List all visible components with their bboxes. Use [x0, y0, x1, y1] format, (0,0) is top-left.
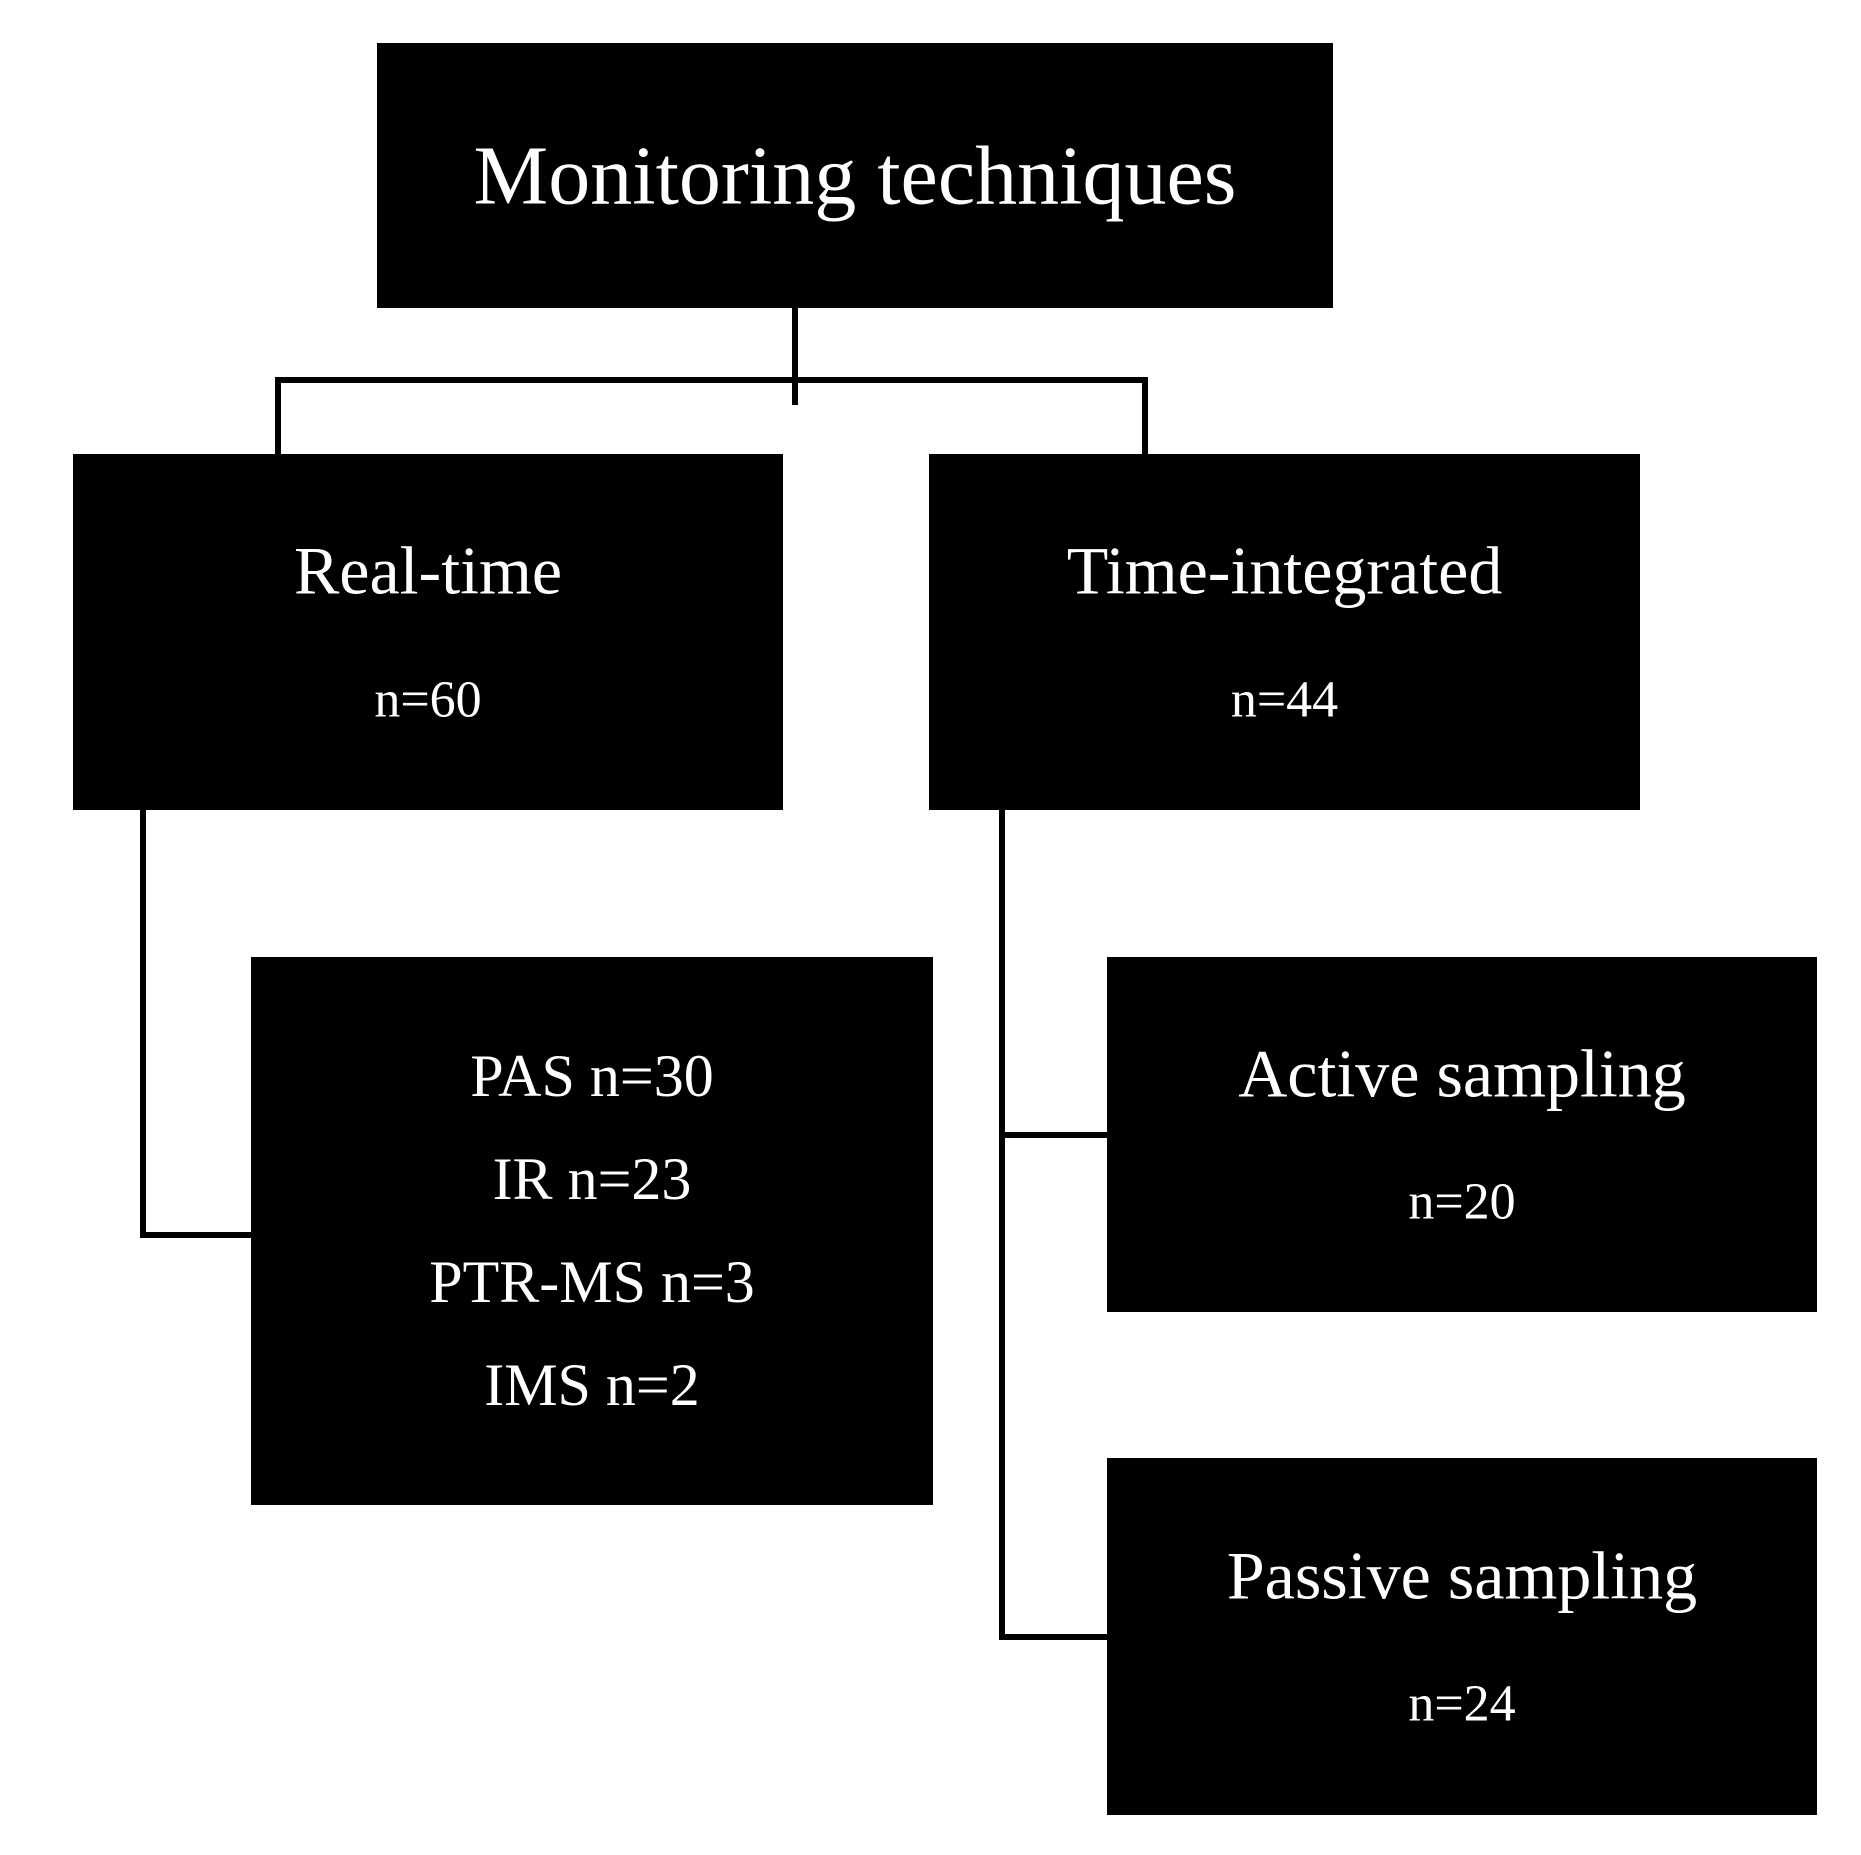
node-real-time-label: Real-time	[293, 532, 563, 609]
node-time-integrated: Time-integrated n=44	[929, 454, 1640, 810]
method-line-ims: IMS n=2	[484, 1352, 700, 1418]
connector-methods-elbow	[140, 1232, 251, 1238]
connector-root-stem	[792, 308, 798, 405]
node-time-integrated-count: n=44	[1230, 671, 1339, 729]
connector-time-integrated-stem	[999, 810, 1005, 1640]
node-real-time: Real-time n=60	[73, 454, 783, 810]
node-passive-sampling-count: n=24	[1408, 1675, 1516, 1733]
method-line-ir: IR n=23	[492, 1146, 692, 1212]
node-passive-sampling: Passive sampling n=24	[1107, 1458, 1817, 1815]
node-active-sampling-count: n=20	[1408, 1173, 1516, 1231]
connector-real-time-drop	[275, 377, 281, 454]
node-real-time-count: n=60	[374, 671, 482, 729]
node-real-time-methods: PAS n=30 IR n=23 PTR-MS n=3 IMS n=2	[251, 957, 933, 1505]
node-time-integrated-label: Time-integrated	[1066, 532, 1503, 609]
method-line-pas: PAS n=30	[470, 1043, 714, 1109]
connector-real-time-stem	[140, 810, 146, 1238]
node-monitoring-techniques: Monitoring techniques	[377, 43, 1333, 308]
node-passive-sampling-label: Passive sampling	[1226, 1537, 1698, 1614]
node-active-sampling: Active sampling n=20	[1107, 957, 1817, 1312]
connector-passive-sampling-stub	[999, 1634, 1107, 1640]
node-monitoring-techniques-label: Monitoring techniques	[473, 129, 1237, 222]
real-time-methods-list: PAS n=30 IR n=23 PTR-MS n=3 IMS n=2	[251, 1025, 933, 1437]
connector-time-integrated-drop	[1142, 377, 1148, 454]
connector-top-rail	[275, 377, 1148, 383]
node-active-sampling-label: Active sampling	[1238, 1035, 1686, 1112]
method-line-ptr-ms: PTR-MS n=3	[429, 1249, 755, 1315]
connector-active-sampling-stub	[999, 1132, 1107, 1138]
